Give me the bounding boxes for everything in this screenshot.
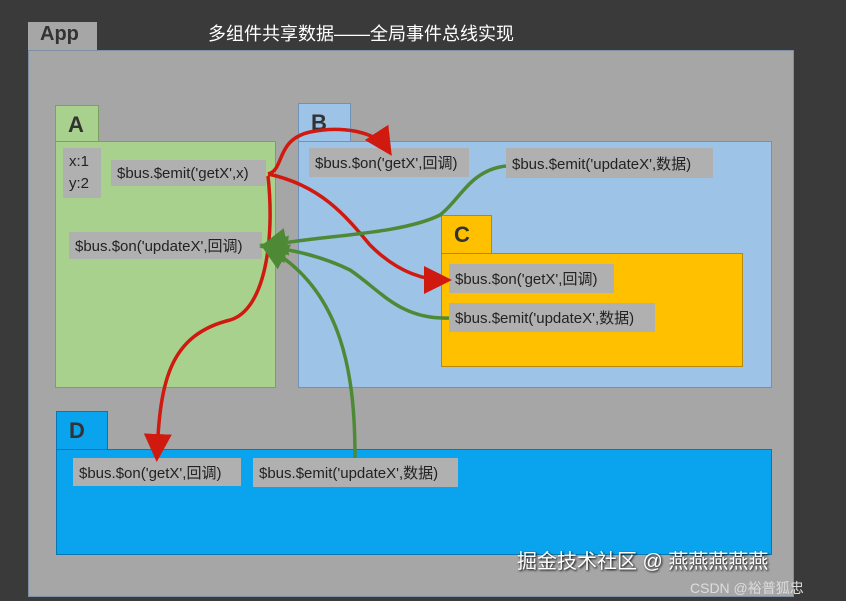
app-tab: App [28, 22, 97, 52]
arrow-getx-to-b [267, 124, 392, 176]
arrow-getx-to-d [143, 175, 272, 462]
arrow-updatex-from-d [259, 243, 357, 459]
a-emit-getx: $bus.$emit('getX',x) [111, 160, 266, 186]
watermark-csdn: CSDN @裕普狐忠 [690, 580, 804, 596]
d-on-getx: $bus.$on('getX',回调) [73, 458, 241, 486]
c-on-getx: $bus.$on('getX',回调) [449, 264, 614, 293]
component-d-tab: D [56, 411, 108, 450]
d-emit-updatex: $bus.$emit('updateX',数据) [253, 458, 458, 487]
a-y-value: y:2 [69, 175, 90, 192]
a-on-updatex: $bus.$on('updateX',回调) [69, 232, 262, 259]
arrow-updatex-from-b [259, 164, 507, 256]
component-b-tab: B [298, 103, 351, 142]
component-a-tab: A [55, 105, 99, 142]
watermark: 掘金技术社区 @ 燕燕燕燕燕 [517, 551, 769, 573]
arrow-getx-to-c [267, 172, 452, 294]
a-x-value: x:1 [69, 153, 90, 170]
c-emit-updatex: $bus.$emit('updateX',数据) [449, 303, 655, 332]
a-data-box: x:1 y:2 [63, 148, 101, 198]
arrow-updatex-from-c [259, 235, 450, 320]
page-title: 多组件共享数据——全局事件总线实现 [208, 24, 514, 44]
b-emit-updatex: $bus.$emit('updateX',数据) [506, 148, 713, 178]
